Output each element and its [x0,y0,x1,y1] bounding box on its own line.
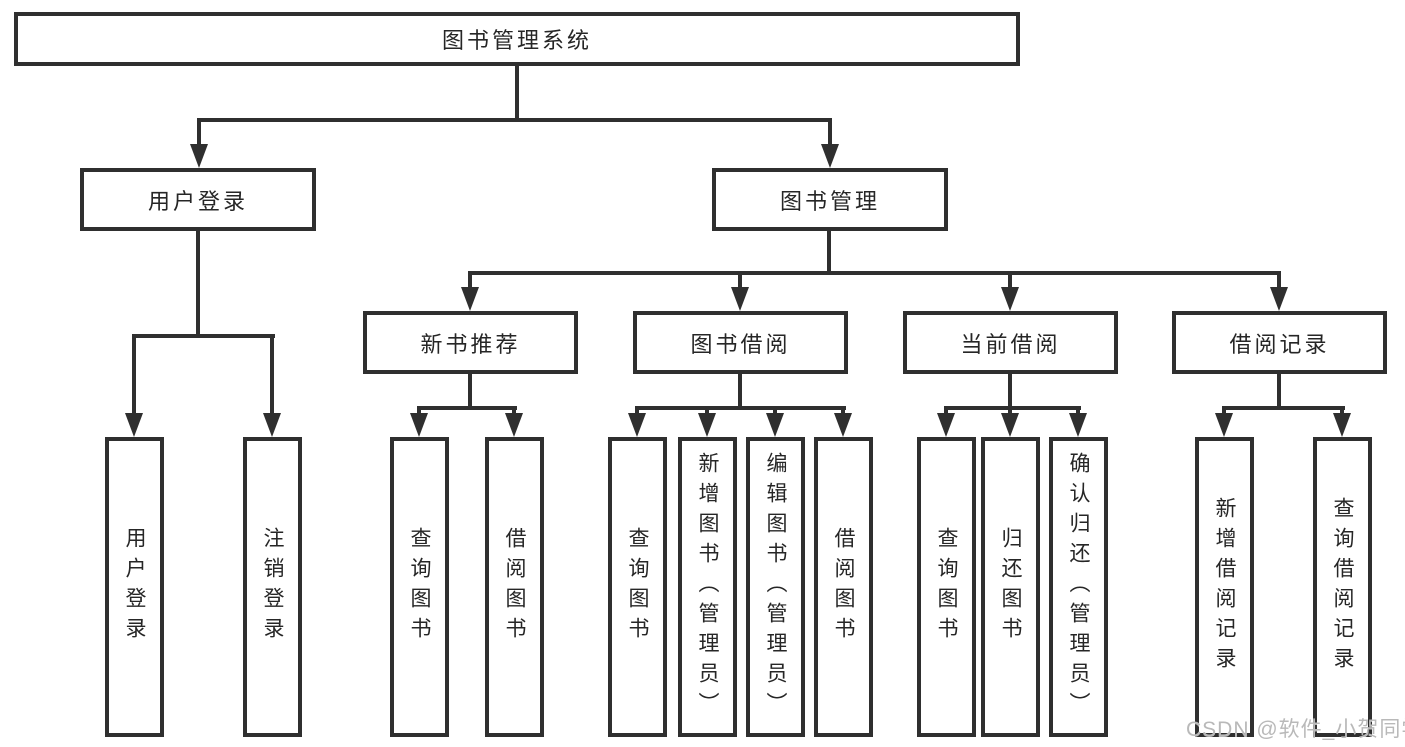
leaf-logout: 注销登录 [243,437,302,737]
arrowhead-down-icon [766,413,784,437]
leaf-return-book: 归还图书 [981,437,1040,737]
leaf-edit-book-admin-label: 编辑图书（管理员） [764,452,787,722]
arrowhead-down-icon [628,413,646,437]
node-root: 图书管理系统 [14,12,1020,66]
connector-line [1076,406,1080,417]
csdn-watermark: CSDN @软件_小贺同学 [1186,718,1405,741]
node-book-borrowing: 图书借阅 [633,311,848,374]
connector-line [197,118,832,122]
arrowhead-down-icon [821,144,839,168]
leaf-borrow-books: 借阅图书 [814,437,873,737]
leaf-user-login-label: 用户登录 [123,527,146,647]
leaf-add-borrow-record-label: 新增借阅记录 [1213,497,1236,677]
leaf-borrow-books-recommend: 借阅图书 [485,437,544,737]
node-user-login-label: 用户登录 [147,188,248,214]
node-book-borrowing-label: 图书借阅 [690,331,791,357]
arrowhead-down-icon [410,413,428,437]
node-book-management: 图书管理 [712,168,948,231]
arrowhead-down-icon [1001,413,1019,437]
arrowhead-down-icon [1333,413,1351,437]
connector-line [1340,406,1344,417]
arrowhead-down-icon [125,413,143,437]
connector-line [1277,271,1281,291]
arrowhead-down-icon [263,413,281,437]
connector-line [515,66,519,122]
connector-line [1277,374,1281,410]
connector-line [1222,406,1345,410]
connector-line [635,406,846,410]
node-current-borrowing-label: 当前借阅 [960,331,1061,357]
connector-line [417,406,517,410]
connector-line [132,334,136,417]
leaf-query-books-recommend-label: 查询图书 [408,527,431,647]
leaf-logout-label: 注销登录 [261,527,284,647]
connector-line [738,271,742,291]
connector-line [512,406,516,417]
connector-line [468,271,1281,275]
connector-line [197,118,201,148]
connector-line [705,406,709,417]
leaf-add-borrow-record: 新增借阅记录 [1195,437,1254,737]
leaf-query-books-current: 查询图书 [917,437,976,737]
connector-line [841,406,845,417]
arrowhead-down-icon [1215,413,1233,437]
connector-line [635,406,639,417]
connector-line [270,334,274,417]
arrowhead-down-icon [1069,413,1087,437]
connector-line [1008,406,1012,417]
node-book-management-label: 图书管理 [779,188,880,214]
leaf-edit-book-admin: 编辑图书（管理员） [746,437,805,737]
connector-line [132,334,275,338]
connector-line [468,271,472,291]
connector-line [1222,406,1226,417]
node-user-login: 用户登录 [80,168,316,231]
arrowhead-down-icon [698,413,716,437]
arrowhead-down-icon [1270,287,1288,311]
leaf-borrow-books-recommend-label: 借阅图书 [503,527,526,647]
node-new-book-recommend: 新书推荐 [363,311,578,374]
connector-line [944,406,948,417]
leaf-confirm-return-admin-label: 确认归还（管理员） [1067,452,1090,722]
arrowhead-down-icon [190,144,208,168]
connector-line [828,118,832,148]
leaf-add-book-admin: 新增图书（管理员） [678,437,737,737]
leaf-borrow-books-label: 借阅图书 [832,527,855,647]
arrowhead-down-icon [461,287,479,311]
leaf-confirm-return-admin: 确认归还（管理员） [1049,437,1108,737]
connector-line [944,406,1081,410]
connector-line [1008,374,1012,410]
leaf-query-borrow-record-label: 查询借阅记录 [1331,497,1354,677]
arrowhead-down-icon [1001,287,1019,311]
leaf-query-borrow-record: 查询借阅记录 [1313,437,1372,737]
arrowhead-down-icon [731,287,749,311]
arrowhead-down-icon [505,413,523,437]
node-borrow-records-label: 借阅记录 [1229,331,1330,357]
node-current-borrowing: 当前借阅 [903,311,1118,374]
connector-line [196,231,200,338]
leaf-query-books-borrowing: 查询图书 [608,437,667,737]
arrowhead-down-icon [937,413,955,437]
connector-line [1008,271,1012,291]
leaf-query-books-recommend: 查询图书 [390,437,449,737]
arrowhead-down-icon [834,413,852,437]
connector-line [417,406,421,417]
connector-line [827,231,831,275]
connector-line [468,374,472,410]
node-new-book-recommend-label: 新书推荐 [420,331,521,357]
connector-line [773,406,777,417]
node-root-label: 图书管理系统 [441,28,592,53]
connector-line [738,374,742,410]
leaf-add-book-admin-label: 新增图书（管理员） [696,452,719,722]
leaf-query-books-current-label: 查询图书 [935,527,958,647]
node-borrow-records: 借阅记录 [1172,311,1387,374]
leaf-user-login: 用户登录 [105,437,164,737]
leaf-return-book-label: 归还图书 [999,527,1022,647]
leaf-query-books-borrowing-label: 查询图书 [626,527,649,647]
